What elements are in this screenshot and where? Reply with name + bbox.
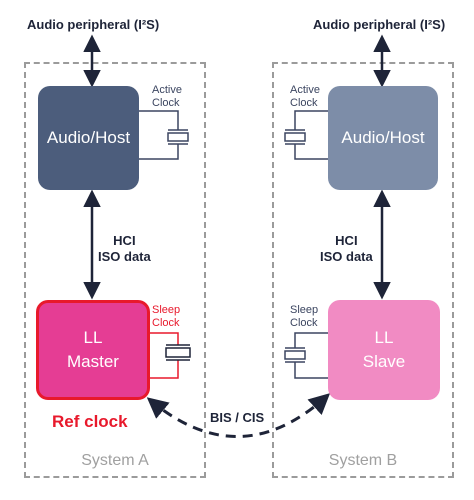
- system-b-frame: [272, 62, 454, 478]
- audio-host-a-block: Audio/Host: [38, 86, 139, 190]
- peripheral-b-label: Audio peripheral (I²S): [313, 17, 446, 32]
- sleep-clock-a-line1: Sleep: [152, 304, 181, 316]
- ref-clock-label: Ref clock: [52, 412, 128, 431]
- active-clock-a-label: Active Clock: [152, 84, 182, 110]
- hci-b-line2: ISO data: [320, 249, 373, 264]
- sleep-clock-b-line2: Clock: [290, 317, 318, 329]
- peripheral-a-label: Audio peripheral (I²S): [27, 17, 160, 32]
- ll-slave-line1: LL: [374, 328, 394, 347]
- hci-a-line1: HCI: [113, 233, 136, 248]
- hci-b-line1: HCI: [335, 233, 358, 248]
- active-clock-b-label: Active Clock: [290, 84, 320, 110]
- ll-slave-line2: Slave: [362, 352, 406, 371]
- audio-host-b-label: Audio/Host: [341, 128, 425, 147]
- system-b-label: System B: [328, 452, 398, 469]
- hci-b-label: HCI ISO data: [320, 233, 373, 265]
- system-a-label: System A: [81, 452, 149, 469]
- sleep-clock-b-label: Sleep Clock: [290, 304, 318, 330]
- ll-master-line1: LL: [83, 328, 103, 347]
- system-a-frame: [24, 62, 206, 478]
- sleep-clock-b-crystal: [284, 332, 328, 379]
- hci-a-line2: ISO data: [98, 249, 151, 264]
- ll-master-block: LL Master: [36, 300, 150, 400]
- ll-master-line2: Master: [67, 352, 119, 371]
- sleep-clock-b-line1: Sleep: [290, 304, 319, 316]
- ll-slave-block: LL Slave: [328, 300, 440, 400]
- sleep-clock-a-label: Sleep Clock: [152, 304, 180, 330]
- active-clock-b-line1: Active: [290, 84, 320, 96]
- audio-host-b-block: Audio/Host: [328, 86, 438, 190]
- bis-cis-link-arrow: [146, 393, 331, 438]
- active-clock-a-line2: Clock: [152, 97, 180, 109]
- active-clock-a-crystal: [138, 110, 189, 160]
- sleep-clock-a-line2: Clock: [152, 317, 180, 329]
- active-clock-b-crystal: [284, 110, 328, 160]
- audio-host-a-label: Audio/Host: [46, 128, 131, 147]
- sleep-clock-a-crystal: [150, 332, 191, 379]
- active-clock-a-line1: Active: [152, 84, 182, 96]
- active-clock-b-line2: Clock: [290, 97, 318, 109]
- bis-cis-label: BIS / CIS: [206, 410, 269, 425]
- hci-a-label: HCI ISO data: [98, 233, 151, 265]
